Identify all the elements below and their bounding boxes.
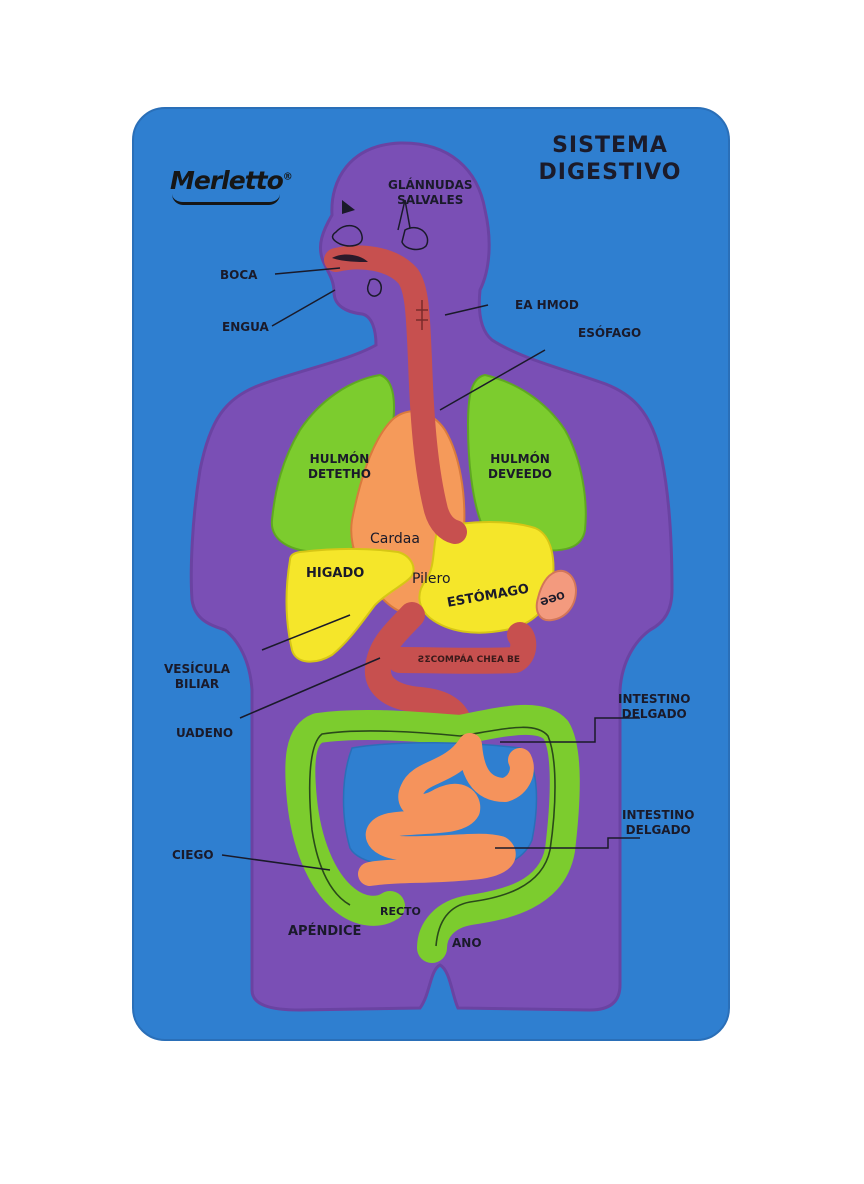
label-higado: HIGADO <box>306 566 365 581</box>
small-intestine <box>358 733 534 886</box>
salivary-gland-3 <box>366 278 382 297</box>
label-pulmon-izquierdo-line2: DEVEEDO <box>488 467 553 481</box>
label-glandulas: GLÁNNUDAS SALVALES <box>388 178 473 208</box>
large-intestine <box>417 704 580 963</box>
label-esofago: ESÓFAGO <box>578 326 642 340</box>
diagram-title: SISTEMA DIGESTIVO <box>520 132 700 186</box>
label-pancreas: ƧΣCOMPÁA CHEA BE <box>418 655 521 665</box>
label-ea-hmod: EA HMOD <box>515 298 579 312</box>
title-line-1: SISTEMA <box>552 133 668 158</box>
label-pulmon-izquierdo: HULMÓN DEVEEDO <box>488 452 552 482</box>
label-cardaa: Cardaa <box>370 531 420 547</box>
label-boca: BOCA <box>220 268 258 282</box>
label-vesicula: VESÍCULA BILIAR <box>164 662 230 692</box>
salivary-gland-1 <box>331 224 363 247</box>
label-glandulas-line2: SALVALES <box>397 193 464 207</box>
pancreas <box>387 622 537 674</box>
label-intestino-delgado-1-line1: INTESTINO <box>618 692 691 706</box>
label-vesicula-line2: BILIAR <box>174 677 220 691</box>
liver <box>285 548 415 663</box>
mouth <box>332 254 368 262</box>
large-intestine-ascending <box>285 709 475 926</box>
salivary-gland-2 <box>401 226 429 251</box>
label-intestino-delgado-1: INTESTINO DELGADO <box>618 692 690 722</box>
colon-line <box>308 726 556 947</box>
title-line-2: DIGESTIVO <box>538 160 682 185</box>
label-lengua: ENGUA <box>222 320 269 334</box>
label-apendice: APÉNDICE <box>288 924 362 939</box>
esophagus-detail <box>416 300 428 330</box>
brand-logo: Merletto® <box>170 166 293 195</box>
label-ciego: CIEGO <box>172 848 214 862</box>
label-intestino-delgado-2-line1: INTESTINO <box>622 808 695 822</box>
label-intestino-delgado-2: INTESTINO DELGADO <box>622 808 694 838</box>
label-glandulas-line1: GLÁNNUDAS <box>388 178 473 192</box>
spleen <box>535 570 578 622</box>
label-recto: RECTO <box>380 905 421 918</box>
label-ano: ANO <box>452 936 482 950</box>
brand-swoosh <box>172 194 280 205</box>
label-piloro: Pilero <box>412 571 451 587</box>
label-duodeno: UADENO <box>176 726 234 740</box>
label-pulmon-derecho-line1: HULMÓN <box>309 452 370 466</box>
nose-eye-mark <box>342 200 355 214</box>
label-pulmon-derecho: HULMÓN DETETHO <box>308 452 371 482</box>
esophagus <box>324 245 467 544</box>
label-pulmon-izquierdo-line1: HULMÓN <box>490 452 550 466</box>
leader-lines <box>221 199 640 871</box>
label-vesicula-line1: VESÍCULA <box>164 662 231 676</box>
duodenum <box>364 602 473 741</box>
label-pulmon-derecho-line2: DETETHO <box>308 467 371 481</box>
label-intestino-delgado-1-line2: DELGADO <box>621 707 687 721</box>
label-intestino-delgado-2-line2: DELGADO <box>625 823 691 837</box>
